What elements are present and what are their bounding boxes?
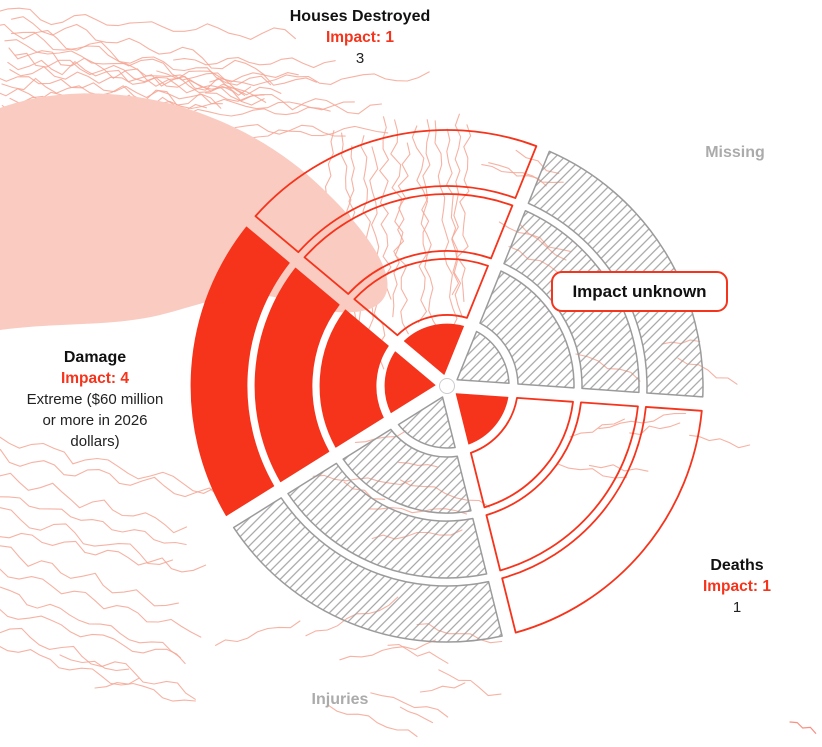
topo-contour-line <box>434 120 458 342</box>
topo-contour-line <box>411 125 441 344</box>
topo-contour-line <box>370 692 449 718</box>
topo-contour-line <box>9 66 246 96</box>
topo-contour-line <box>173 57 336 69</box>
sector-deaths-ring-3 <box>485 401 639 572</box>
topo-contour-line <box>14 52 265 102</box>
topo-contour-line <box>0 627 196 700</box>
topo-contour-line <box>0 448 220 498</box>
topo-contour-line <box>0 7 296 40</box>
topo-contour-line <box>569 418 625 438</box>
topo-contour-line <box>59 654 130 672</box>
sector-injuries-ring-2 <box>342 428 472 514</box>
topo-contour-line <box>0 496 187 546</box>
sector-deaths-ring-4 <box>501 406 703 634</box>
topo-contour-line <box>456 124 472 303</box>
sector-houses-destroyed-ring-2 <box>353 258 489 337</box>
topo-contour-line <box>0 507 174 565</box>
topo-contour-line <box>789 721 817 734</box>
topo-contour-line <box>378 116 392 300</box>
topo-contour-line <box>446 128 463 317</box>
topo-contour-line <box>94 677 140 689</box>
topo-contour-line <box>1 77 222 109</box>
topo-contour-line <box>0 586 181 659</box>
topo-contour-line <box>392 142 411 318</box>
sector-injuries-ring-4 <box>232 497 503 643</box>
topo-contour-line <box>0 23 272 86</box>
sector-houses-destroyed-ring-1 <box>403 323 464 375</box>
topo-contour-line <box>0 545 179 607</box>
sector-injuries-ring-1 <box>397 396 456 449</box>
topo-contour-line <box>0 646 196 702</box>
topo-contour-line <box>0 436 218 494</box>
topo-contour-line <box>8 47 265 106</box>
topo-contour-line <box>0 608 186 665</box>
topo-contour-line <box>629 422 681 436</box>
topo-contour-line <box>11 16 299 78</box>
sector-missing-ring-2 <box>479 270 575 389</box>
topo-contour-line <box>417 119 431 324</box>
chart-center-hub <box>439 378 455 394</box>
impact-unknown-button[interactable]: Impact unknown <box>551 271 728 312</box>
sector-injuries-ring-3 <box>287 462 488 579</box>
topo-contour-line <box>327 704 418 738</box>
sector-missing-ring-1 <box>456 330 510 385</box>
sector-deaths-ring-1 <box>455 393 509 445</box>
topo-contour-line <box>209 71 430 87</box>
topo-contour-line <box>0 532 207 573</box>
topo-contour-line <box>556 463 628 479</box>
topo-contour-line <box>387 643 449 664</box>
topo-contour-line <box>451 113 462 296</box>
sector-deaths-ring-2 <box>469 397 574 509</box>
sector-damage-ring-1 <box>384 351 436 414</box>
topo-contour-line <box>158 98 355 111</box>
impact-unknown-label: Impact unknown <box>572 281 707 301</box>
topo-contour-line <box>588 464 649 472</box>
topo-contour-line <box>419 682 466 693</box>
topo-contour-line <box>399 706 434 724</box>
sector-houses-destroyed-ring-4 <box>254 129 538 254</box>
topo-lake-blob <box>0 93 388 330</box>
topo-contour-line <box>204 92 383 115</box>
sector-damage-ring-3 <box>254 267 340 483</box>
sector-houses-destroyed-ring-3 <box>303 193 514 295</box>
sector-damage-ring-4 <box>190 226 290 517</box>
topo-contour-line <box>0 568 202 638</box>
topo-contour-line <box>438 669 502 697</box>
topo-contour-line <box>0 472 188 534</box>
topo-contour-line <box>339 639 437 661</box>
topo-contour-line <box>156 70 318 86</box>
sector-damage-ring-2 <box>319 309 389 448</box>
topo-contour-line <box>689 434 751 449</box>
topo-contour-line <box>215 620 301 646</box>
